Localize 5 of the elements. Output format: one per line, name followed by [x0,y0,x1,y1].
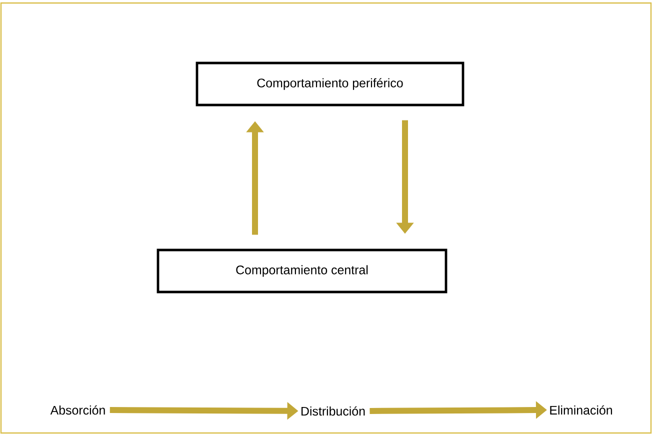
stage-label: Distribución [302,406,365,416]
process-box: Comportamiento central [156,248,448,294]
stage-label: Eliminación [550,405,612,415]
process-box: Comportamiento periférico [196,62,464,106]
stage-label: Absorción [50,405,105,415]
